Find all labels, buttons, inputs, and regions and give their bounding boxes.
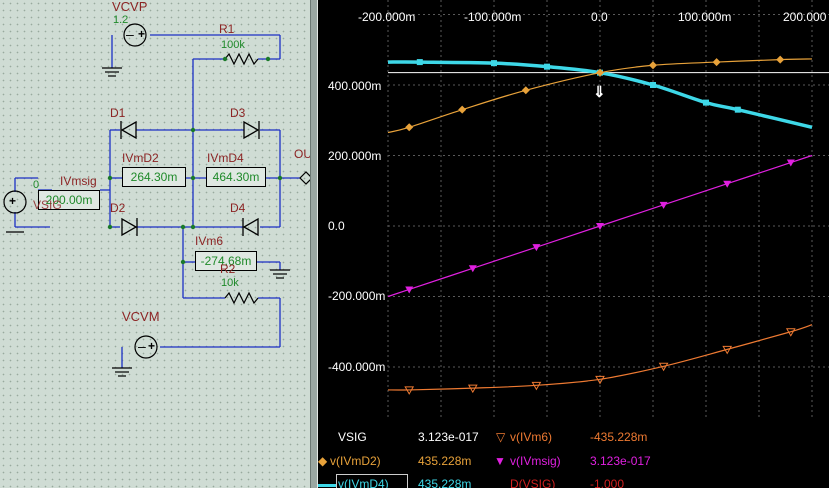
legend-marker-ivm6-icon: ▽ xyxy=(496,430,506,444)
data-point xyxy=(596,223,604,230)
x-tick-label: -200.000m xyxy=(358,10,416,24)
x-tick-label: 0.0 xyxy=(591,10,608,24)
ivmsig-zero: 0 xyxy=(33,179,40,191)
ivmd2-label[interactable]: IVmD2 xyxy=(122,151,159,165)
vsig-label[interactable]: VSIG xyxy=(33,198,62,212)
legend-selection-box[interactable] xyxy=(336,474,408,488)
data-point xyxy=(734,106,741,113)
ivmd2-meter[interactable]: 264.30m xyxy=(122,167,186,187)
y-tick-label: -400.000m xyxy=(328,360,386,374)
data-point xyxy=(595,375,605,385)
y-tick-label: 0.0 xyxy=(328,219,345,233)
legend-value-vsig: 3.123e-017 xyxy=(418,430,479,444)
vcvp-plus: + xyxy=(138,27,146,41)
legend-line-ivmd4-icon xyxy=(318,484,336,487)
data-point xyxy=(521,86,530,95)
legend-marker-ivmd2-icon: ◆ xyxy=(318,454,328,468)
data-point xyxy=(404,386,415,395)
data-point xyxy=(785,328,796,337)
x-tick-label: 100.000m xyxy=(678,10,732,24)
y-tick-label: -200.000m xyxy=(328,289,386,303)
out-label[interactable]: OU xyxy=(294,147,310,161)
schematic-wires xyxy=(3,23,310,377)
r2-value: 10k xyxy=(221,277,239,289)
ivmsig-label[interactable]: IVmsig xyxy=(60,174,97,188)
data-point xyxy=(405,286,414,294)
data-point xyxy=(416,59,423,66)
legend-value-ivmd2: 435.228m xyxy=(418,454,472,468)
legend-name-dvsig[interactable]: D(VSIG) xyxy=(510,477,556,488)
legend-name-vsig[interactable]: VSIG xyxy=(338,430,367,444)
r2-label[interactable]: R2 xyxy=(220,262,236,276)
ivm6-label[interactable]: IVm6 xyxy=(195,234,224,248)
data-point xyxy=(776,55,785,64)
vcvm-label[interactable]: VCVM xyxy=(122,309,160,324)
data-point xyxy=(544,63,550,70)
data-point xyxy=(786,159,795,167)
vcvp-symbol: – xyxy=(126,26,134,42)
legend-name-ivmsig[interactable]: v(IVmsig) xyxy=(510,454,561,468)
data-point xyxy=(467,384,478,394)
legend-value-ivmd4: 435.228m xyxy=(418,477,472,488)
vsig-plus: + xyxy=(9,194,17,208)
data-point xyxy=(649,61,657,70)
ivm6-meter[interactable]: -274.68m xyxy=(195,251,257,271)
x-tick-label: 200.000 xyxy=(783,10,827,24)
data-point xyxy=(658,362,669,372)
ivmsig-meter[interactable]: 200.00m xyxy=(38,190,100,210)
data-point xyxy=(712,58,721,67)
data-point xyxy=(723,180,732,188)
data-point xyxy=(650,82,656,88)
ivmd4-meter[interactable]: 464.30m xyxy=(206,167,266,187)
r1-value: 100k xyxy=(221,39,245,51)
data-point xyxy=(491,60,497,67)
ivmd4-label[interactable]: IVmD4 xyxy=(207,151,244,165)
d1-label[interactable]: D1 xyxy=(110,106,126,120)
pane-splitter[interactable] xyxy=(310,0,318,488)
d4-label[interactable]: D4 xyxy=(230,201,246,215)
legend-name-ivmd2[interactable]: v(IVmD2) xyxy=(330,454,381,468)
legend-name-ivmd4[interactable]: v(IVmD4) xyxy=(338,477,389,488)
y-tick-label: 400.000m xyxy=(328,79,382,93)
data-point xyxy=(531,381,542,391)
vcvm-symbol: – xyxy=(138,338,146,354)
d3-label[interactable]: D3 xyxy=(230,106,246,120)
d2-label[interactable]: D2 xyxy=(110,201,126,215)
data-point xyxy=(405,123,414,132)
vcvp-label[interactable]: VCVP xyxy=(112,0,148,14)
data-point xyxy=(532,244,541,252)
data-point xyxy=(468,265,477,273)
schematic-canvas[interactable]: – + – + + VCVP 1.2 R1 100k D1 D3 IVmD2 I… xyxy=(0,0,310,488)
series-line-3 xyxy=(387,324,813,391)
data-point xyxy=(703,99,709,106)
vcvp-value: 1.2 xyxy=(113,14,129,26)
data-point xyxy=(722,345,733,355)
y-tick-label: 200.000m xyxy=(328,149,382,163)
legend-marker-ivmsig-icon: ▼ xyxy=(494,454,506,468)
x-tick-label: -100.000m xyxy=(464,10,522,24)
data-point xyxy=(659,201,668,209)
legend-value-dvsig: -1.000 xyxy=(590,477,625,488)
cursor-marker-icon[interactable]: ⇓ xyxy=(593,84,606,101)
legend-value-ivm6: -435.228m xyxy=(590,430,648,444)
legend-value-ivmsig: 3.123e-017 xyxy=(590,454,651,468)
r1-label[interactable]: R1 xyxy=(219,22,235,36)
legend-name-ivm6[interactable]: v(IVm6) xyxy=(510,430,552,444)
waveform-plot[interactable]: -200.000m -100.000m 0.0 100.000m 200.000… xyxy=(318,0,829,488)
data-point xyxy=(458,105,467,114)
data-point xyxy=(596,68,604,77)
vcvm-plus: + xyxy=(148,339,156,353)
plot-area[interactable] xyxy=(318,0,829,488)
